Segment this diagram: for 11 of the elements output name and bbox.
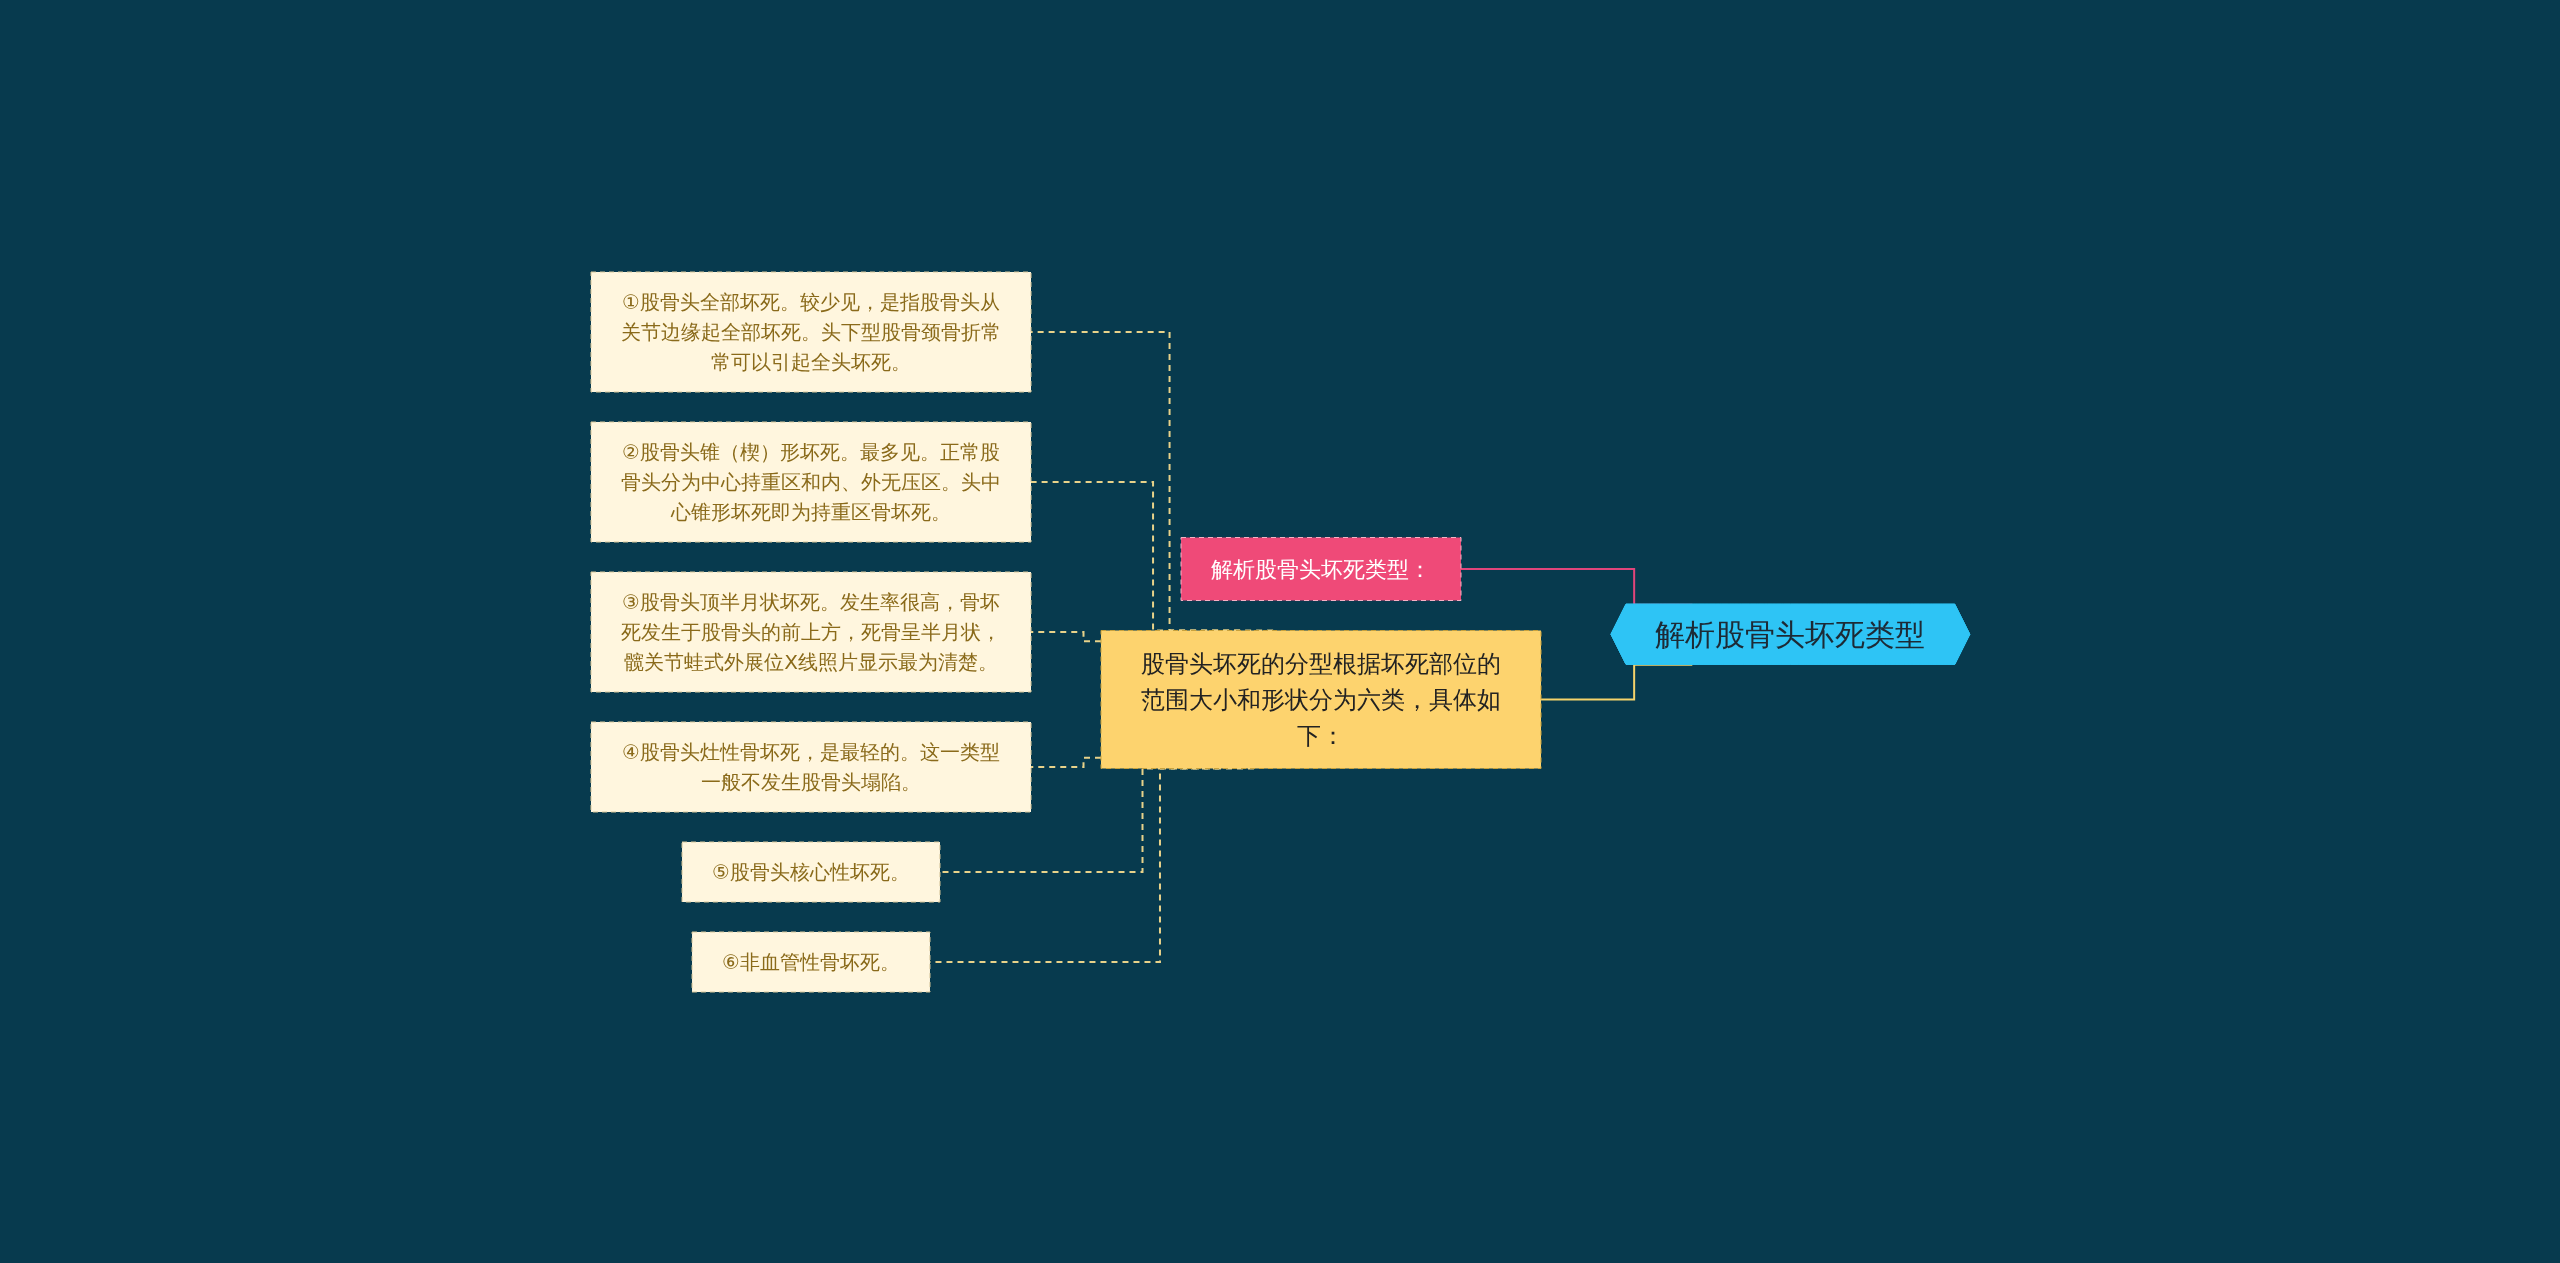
- node-box: ③股骨头顶半月状坏死。发生率很高，骨坏死发生于股骨头的前上方，死骨呈半月状，髋关节蛙式外展位X线照片显示最为清楚。: [590, 571, 1032, 692]
- connector: [1029, 756, 1102, 768]
- node-box: ②股骨头锥（楔）形坏死。最多见。正常股骨头分为中心持重区和内、外无压区。头中心锥形坏死即为持重区骨坏死。: [590, 421, 1032, 542]
- node-box: ④股骨头灶性骨坏死，是最轻的。这一类型一般不发生股骨头塌陷。: [590, 721, 1032, 812]
- node-box: 解析股骨头坏死类型：: [1180, 536, 1462, 601]
- node-box: 股骨头坏死的分型根据坏死部位的范围大小和形状分为六类，具体如下：: [1100, 629, 1542, 769]
- connector: [1539, 663, 1693, 700]
- connector: [1029, 630, 1102, 642]
- node-box: ⑥非血管性骨坏死。: [691, 931, 931, 992]
- node-box: ⑤股骨头核心性坏死。: [681, 841, 941, 902]
- node-box: ①股骨头全部坏死。较少见，是指股骨头从关节边缘起全部坏死。头下型股骨颈骨折常常可以引起全头坏死。: [590, 271, 1032, 392]
